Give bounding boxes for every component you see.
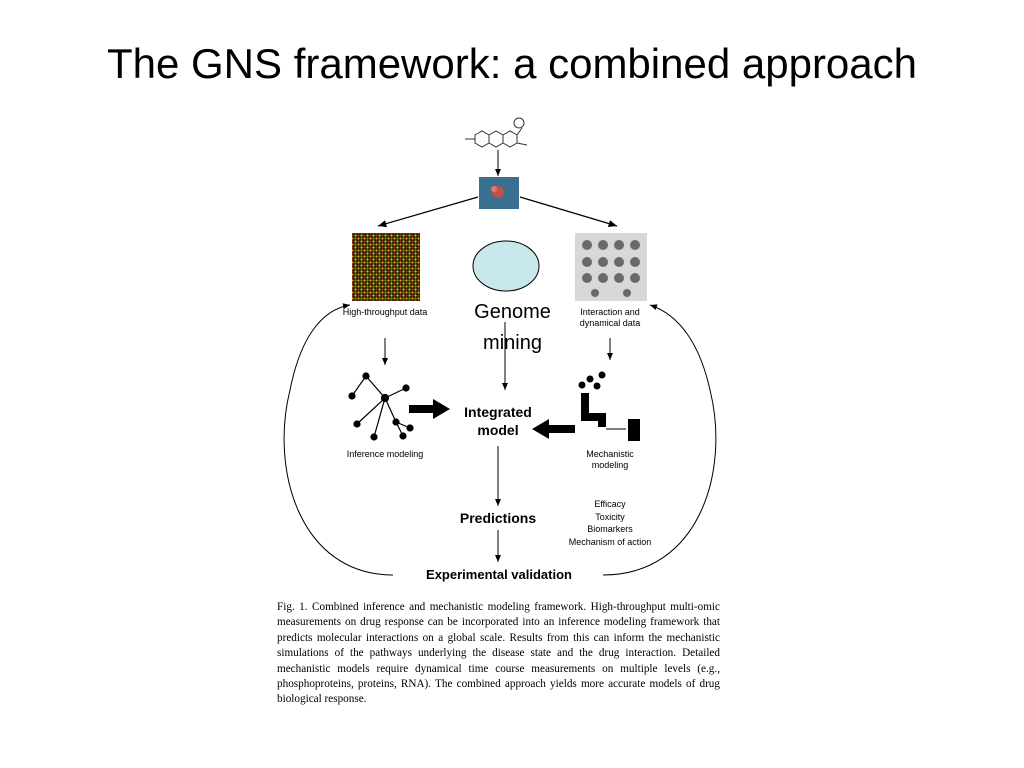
- microarray-image: [352, 233, 420, 301]
- protein-target-icon: [479, 177, 519, 209]
- inference-network-icon: [348, 372, 414, 441]
- blot-image: [575, 233, 647, 301]
- interaction-data-label: Interaction and dynamical data: [579, 307, 641, 328]
- prediction-types-list: Efficacy Toxicity Biomarkers Mechanism o…: [552, 498, 668, 548]
- drug-molecule-icon: [465, 117, 528, 148]
- mechanistic-to-model-arrow: [532, 419, 575, 439]
- prediction-type-item: Toxicity: [595, 511, 625, 522]
- prediction-type-item: Efficacy: [594, 499, 626, 509]
- integrated-model-label: Integrated model: [464, 404, 532, 438]
- genome-mining-label: Genome mining: [474, 301, 551, 354]
- experimental-validation-label: Experimental validation: [426, 567, 572, 582]
- predictions-label: Predictions: [459, 510, 537, 526]
- mechanistic-modeling-label: Mechanistic modeling: [586, 449, 634, 470]
- slide-title: The GNS framework: a combined approach: [106, 40, 918, 87]
- inference-to-model-arrow: [409, 399, 450, 419]
- inference-modeling-label: Inference modeling: [346, 449, 424, 459]
- prediction-type-item: Mechanism of action: [568, 536, 652, 547]
- mechanistic-icon: [578, 371, 640, 441]
- figure-caption: Fig. 1. Combined inference and mechanist…: [277, 601, 720, 706]
- prediction-type-item: Biomarkers: [587, 524, 633, 534]
- high-throughput-label: High-throughput data: [342, 307, 428, 317]
- genome-mining-ellipse: [472, 240, 540, 292]
